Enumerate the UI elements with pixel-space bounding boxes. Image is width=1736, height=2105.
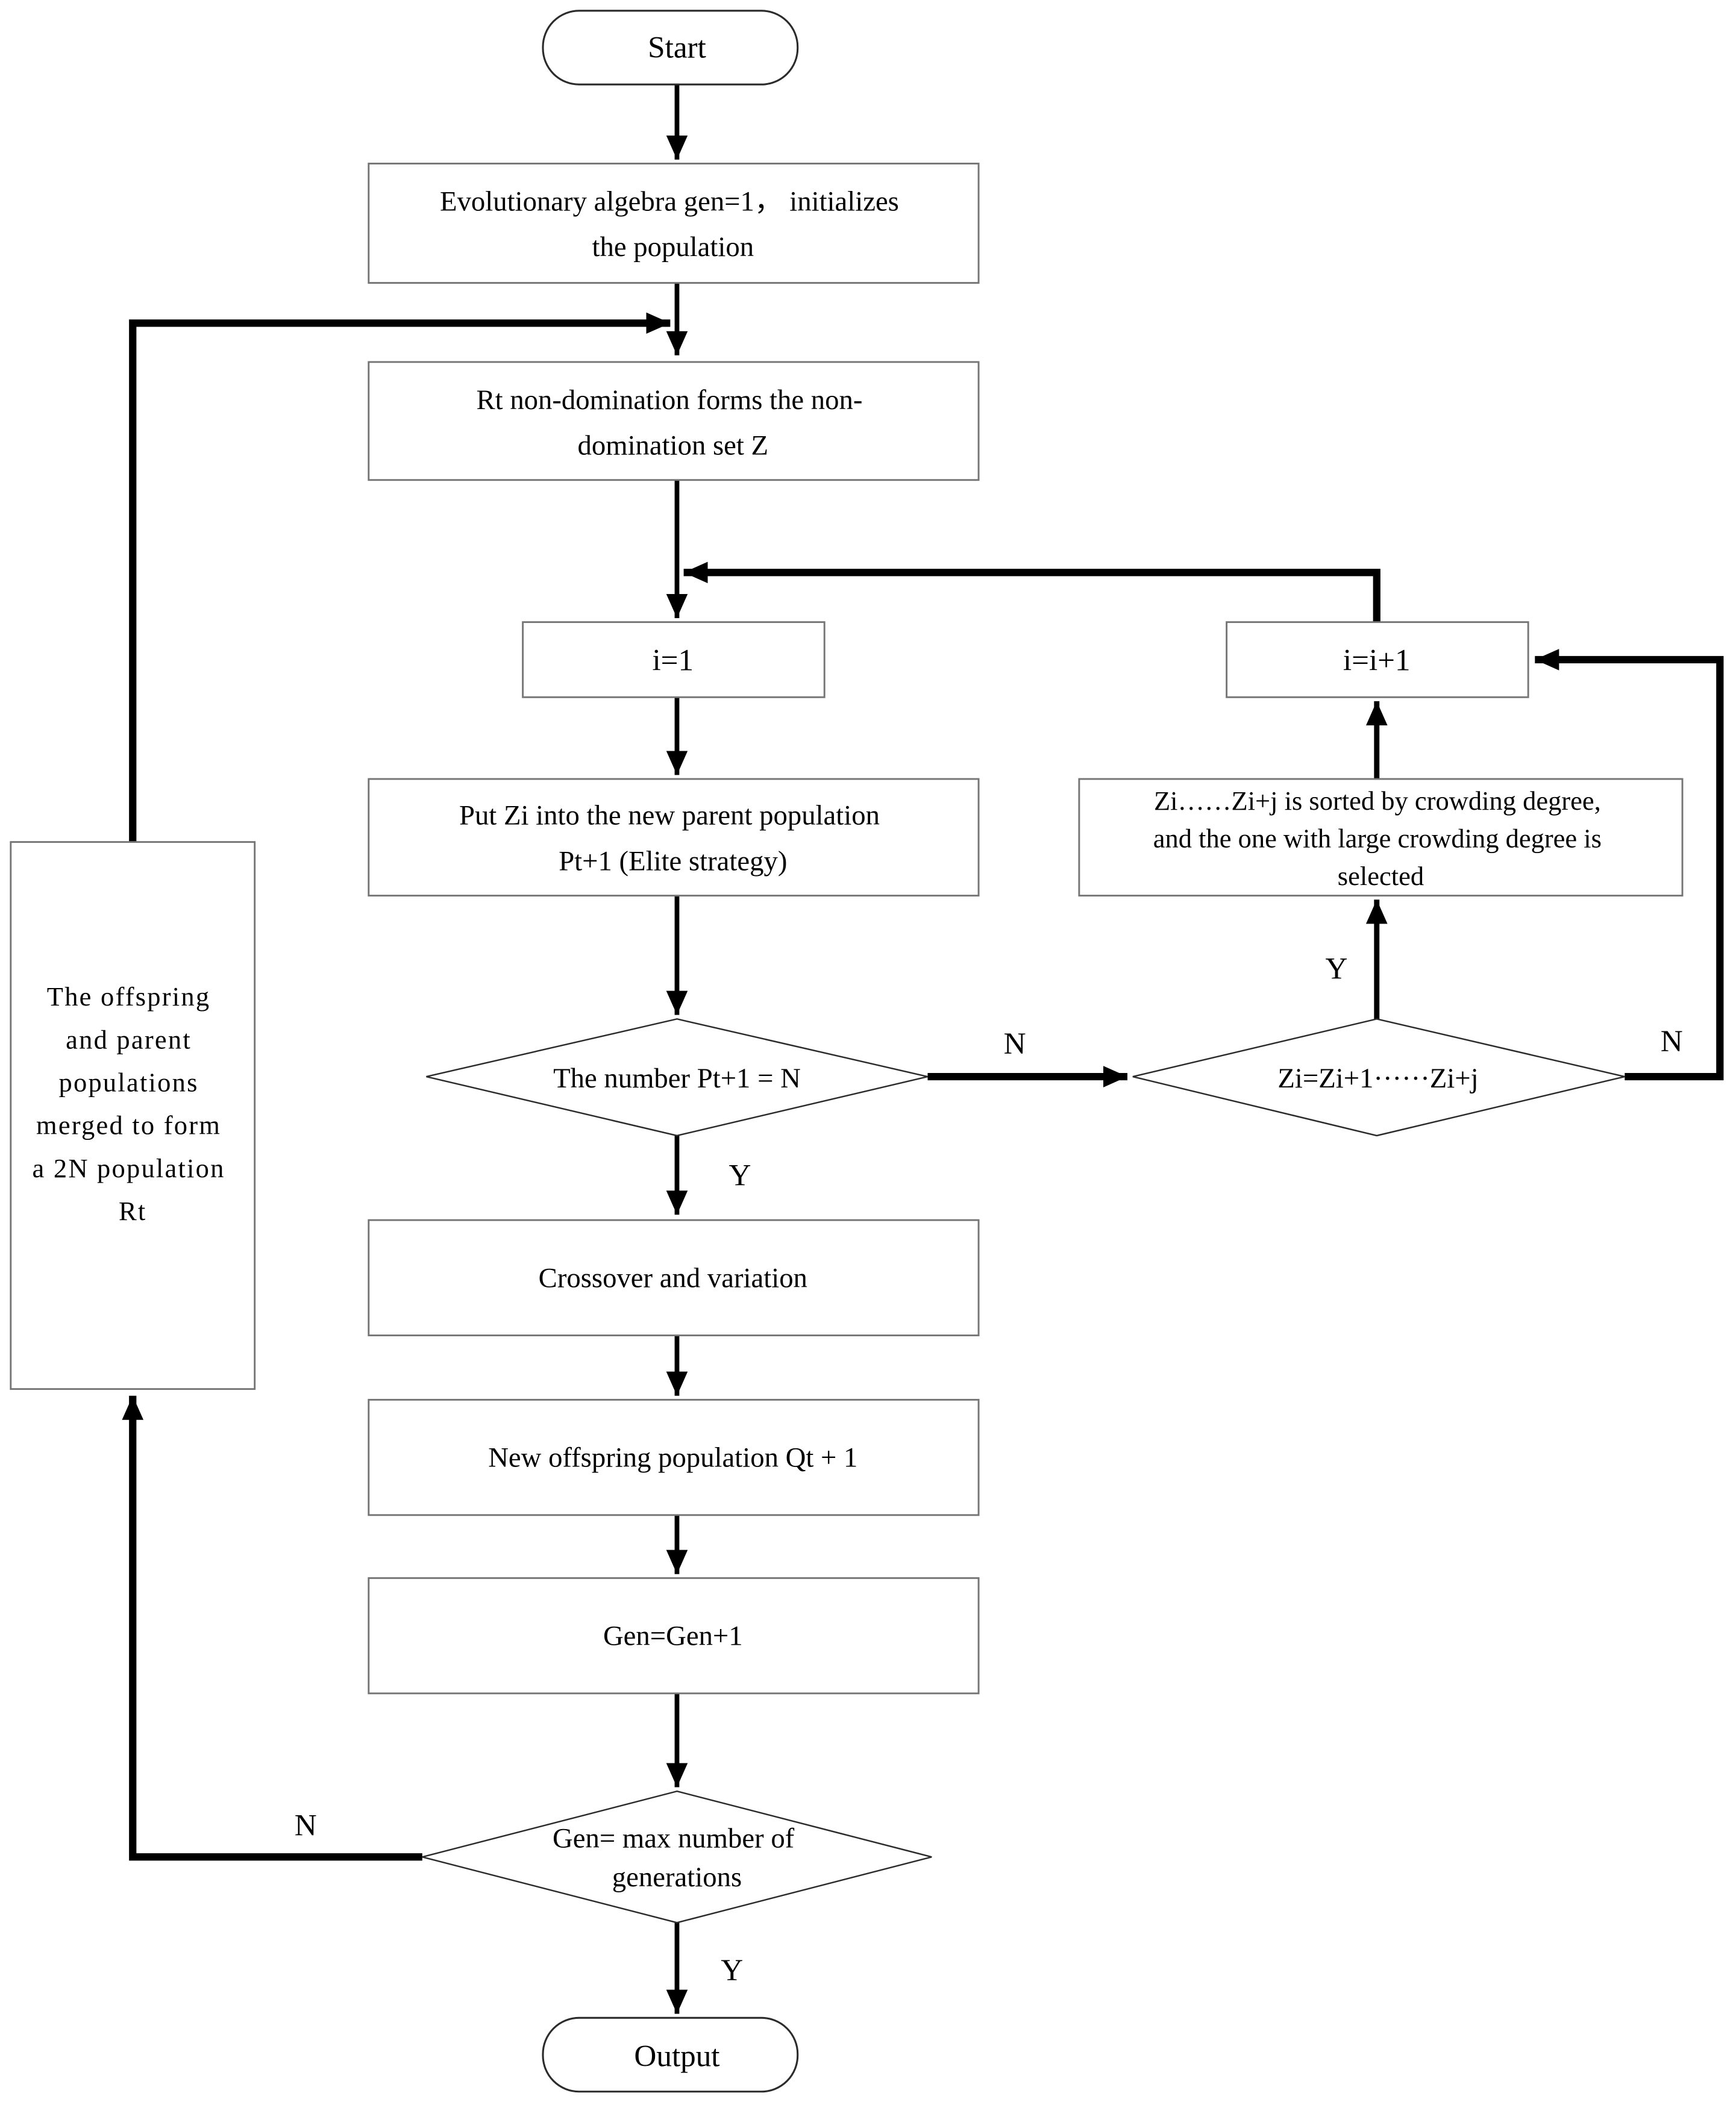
node-nondomination-set: Rt non-domination forms the non- dominat…	[368, 361, 980, 481]
node-output: Output	[542, 2016, 799, 2093]
merge-line-3: populations	[59, 1068, 199, 1098]
gen-increment-label: Gen=Gen+1	[603, 1621, 743, 1652]
edge-iplus-return-loop	[683, 561, 1380, 622]
i1-label: i=1	[652, 643, 694, 678]
edge-dzi-iplus-loop	[1535, 649, 1724, 1081]
i1-box-shape	[522, 621, 826, 698]
merge-line-6: Rt	[119, 1196, 146, 1226]
node-elite-strategy: Put Zi into the new parent population Pt…	[368, 778, 980, 897]
edge-dgen-merge-loop	[122, 1395, 422, 1861]
node-crossover: Crossover and variation	[368, 1219, 980, 1337]
population-full-diamond-shape	[426, 1018, 928, 1137]
crowding-line-2: and the one with large crowding degree i…	[1153, 823, 1602, 853]
population-full-label: The number Pt+1 = N	[553, 1063, 801, 1094]
elite-line-1: Put Zi into the new parent population	[459, 800, 880, 831]
merge-line-2: and parent	[66, 1024, 192, 1054]
max-generations-label: Gen= max number of generations	[553, 1823, 801, 1894]
merge-line-5: a 2N population	[33, 1153, 225, 1183]
initialize-box-shape	[368, 163, 980, 284]
max-generations-diamond-shape	[422, 1790, 932, 1924]
new-offspring-label: New offspring population Qt + 1	[488, 1442, 857, 1474]
max-generations-line-2: generations	[612, 1862, 742, 1893]
node-merge-populations: The offspring and parent populations mer…	[10, 841, 256, 1390]
node-i-equals-1: i=1	[522, 621, 826, 698]
nondomination-label: Rt non-domination forms the non- dominat…	[477, 384, 870, 461]
nondomination-line-1: Rt non-domination forms the non-	[477, 384, 863, 416]
label-y-dzi: Y	[1326, 952, 1348, 986]
output-terminator-shape	[542, 2016, 799, 2093]
node-initialize-population: Evolutionary algebra gen=1， initializes …	[368, 163, 980, 284]
initialize-label: Evolutionary algebra gen=1， initializes …	[440, 186, 906, 263]
elite-box-shape	[368, 778, 980, 897]
label-y-dnumber: Y	[729, 1158, 751, 1192]
zi-range-label: Zi=Zi+1······Zi+j	[1277, 1063, 1478, 1094]
label-n-dzi: N	[1661, 1024, 1683, 1059]
node-new-offspring: New offspring population Qt + 1	[368, 1398, 980, 1516]
decision-population-full: The number Pt+1 = N	[426, 1018, 928, 1137]
merge-box-shape	[10, 841, 256, 1390]
start-label: Start	[648, 31, 706, 65]
elite-label: Put Zi into the new parent population Pt…	[459, 800, 887, 877]
crowding-line-3: selected	[1338, 861, 1424, 891]
edges	[122, 84, 1724, 2014]
gen-increment-box-shape	[368, 1577, 980, 1695]
crowding-line-1: Zi……Zi+j is sorted by crowding degree,	[1154, 786, 1601, 816]
decision-zi-range: Zi=Zi+1······Zi+j	[1132, 1018, 1625, 1137]
max-generations-line-1: Gen= max number of	[553, 1823, 795, 1854]
elite-line-2: Pt+1 (Elite strategy)	[559, 845, 787, 877]
label-n-dnumber: N	[1004, 1027, 1026, 1061]
merge-line-4: merged to form	[36, 1110, 221, 1140]
edge-labels: N Y Y N N Y	[295, 952, 1683, 1988]
crossover-label: Crossover and variation	[539, 1262, 807, 1293]
initialize-line-2: the population	[592, 231, 754, 263]
nondomination-box-shape	[368, 361, 980, 481]
label-y-dgen: Y	[721, 1953, 743, 1988]
node-start: Start	[542, 10, 799, 86]
merge-line-1: The offspring	[47, 981, 211, 1012]
i-increment-label: i=i+1	[1343, 643, 1411, 678]
crowding-box-shape	[1078, 778, 1684, 897]
node-i-increment: i=i+1	[1226, 621, 1529, 698]
zi-range-diamond-shape	[1132, 1018, 1625, 1137]
nondomination-line-2: domination set Z	[578, 430, 769, 461]
merge-label: The offspring and parent populations mer…	[33, 981, 233, 1226]
new-offspring-box-shape	[368, 1398, 980, 1516]
output-label: Output	[634, 2039, 719, 2073]
decision-max-generations: Gen= max number of generations	[422, 1790, 932, 1924]
edge-merge-return-loop	[129, 312, 671, 842]
start-terminator-shape	[542, 10, 799, 86]
node-crowding-sort: Zi……Zi+j is sorted by crowding degree, a…	[1078, 778, 1684, 897]
initialize-line-1: Evolutionary algebra gen=1， initializes	[440, 186, 899, 217]
label-n-dgen: N	[295, 1809, 317, 1843]
i-increment-box-shape	[1226, 621, 1529, 698]
node-gen-increment: Gen=Gen+1	[368, 1577, 980, 1695]
crowding-label: Zi……Zi+j is sorted by crowding degree, a…	[1153, 786, 1608, 891]
crossover-box-shape	[368, 1219, 980, 1337]
